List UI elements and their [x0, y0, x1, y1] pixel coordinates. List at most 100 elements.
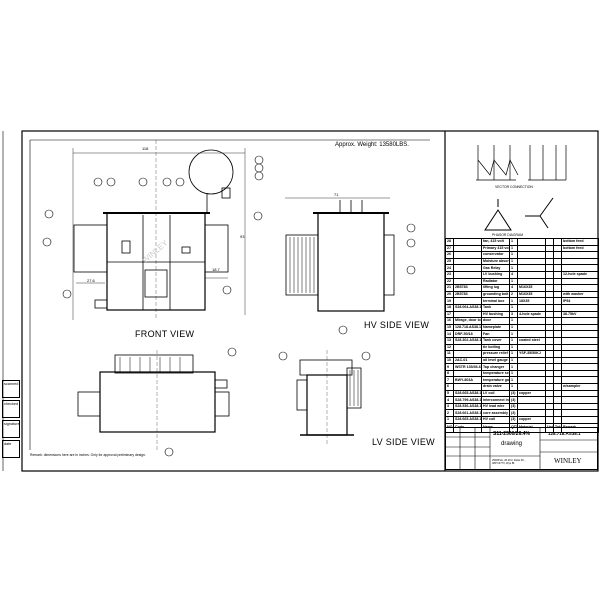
- table-cell: [545, 343, 554, 352]
- table-cell: 1: [509, 369, 518, 378]
- table-cell: 13: [445, 336, 454, 345]
- table-cell: [517, 409, 546, 418]
- table-cell: [545, 323, 554, 332]
- hv-side-view-drawing: [285, 197, 395, 312]
- table-cell: bottom feed: [561, 238, 599, 246]
- approx-weight: Approx. Weight: 13580LBS.: [335, 142, 409, 148]
- table-cell: S28.536.AS38.1: [453, 402, 482, 411]
- lv-side-balloons: [278, 351, 371, 361]
- table-cell: [545, 416, 554, 424]
- table-cell: [545, 270, 554, 279]
- company-name: WINLEY: [554, 457, 582, 465]
- table-cell: [517, 396, 546, 404]
- table-cell: 2: [445, 409, 454, 418]
- table-cell: [561, 264, 599, 272]
- table-cell: [517, 402, 546, 411]
- table-cell: grounding bolt: [481, 290, 510, 299]
- table-cell: [553, 350, 562, 358]
- table-cell: 7: [445, 376, 454, 385]
- table-cell: [453, 383, 482, 391]
- table-cell: [553, 396, 562, 404]
- table-cell: [517, 277, 546, 286]
- lv-side-view-drawing: [296, 350, 362, 445]
- table-cell: [553, 270, 562, 279]
- table-cell: [561, 257, 599, 266]
- table-cell: interconnect insulation: [481, 396, 510, 404]
- table-cell: 1: [509, 257, 518, 266]
- table-cell: [517, 376, 546, 385]
- table-cell: with washer: [561, 290, 599, 299]
- table-cell: [453, 244, 482, 253]
- table-cell: [561, 369, 599, 378]
- table-cell: terminal box: [481, 297, 510, 305]
- table-cell: DRF-50/18: [453, 330, 482, 338]
- table-cell: Tank: [481, 303, 510, 312]
- table-cell: [545, 264, 554, 272]
- table-cell: 1: [509, 330, 518, 338]
- table-cell: [553, 402, 562, 411]
- table-cell: [553, 343, 562, 352]
- table-cell: 26: [445, 251, 454, 259]
- table-cell: 1: [509, 323, 518, 332]
- table-cell: pressure relief valve: [481, 350, 510, 358]
- front-view-balloons: [42, 155, 264, 299]
- table-cell: conservator: [481, 251, 510, 259]
- phasor-diagram: [484, 197, 554, 231]
- top-view-drawing: [77, 350, 230, 450]
- table-cell: [553, 323, 562, 332]
- table-cell: 6: [445, 383, 454, 391]
- table-cell: [561, 277, 599, 286]
- table-cell: 1: [509, 376, 518, 385]
- table-cell: 25: [445, 257, 454, 266]
- vector-connection-label: VECTOR CONNECTION: [495, 185, 533, 189]
- table-cell: (3): [509, 402, 518, 411]
- table-cell: [545, 277, 554, 286]
- table-cell: [517, 343, 546, 352]
- table-cell: [545, 376, 554, 385]
- table-cell: 1: [509, 277, 518, 286]
- table-cell: [553, 297, 562, 305]
- table-cell: [553, 356, 562, 365]
- front-view-drawing: [72, 140, 246, 320]
- table-cell: HV bushing: [481, 310, 510, 319]
- table-cell: M16X35: [517, 284, 546, 292]
- table-cell: [545, 303, 554, 312]
- table-cell: [453, 238, 482, 246]
- dimension-side-width: 71: [334, 192, 339, 197]
- table-cell: 23: [445, 270, 454, 279]
- table-cell: [517, 244, 546, 253]
- table-cell: [553, 310, 562, 319]
- table-cell: 19: [445, 297, 454, 305]
- lv-side-view-label: LV SIDE VIEW: [372, 437, 435, 447]
- table-cell: [553, 416, 562, 424]
- table-cell: 1: [509, 303, 518, 312]
- table-cell: 1: [509, 363, 518, 371]
- table-cell: [561, 336, 599, 345]
- drawing-number: 128.718.AS38.1: [548, 431, 581, 436]
- table-cell: [561, 343, 599, 352]
- table-cell: 1: [509, 356, 518, 365]
- table-cell: 9: [445, 363, 454, 371]
- table-cell: [553, 389, 562, 398]
- remark-note: Remark: dimensions here are in inches. O…: [30, 453, 146, 457]
- table-cell: S28.665.AS38.1: [453, 389, 482, 398]
- table-cell: [517, 369, 546, 378]
- table-cell: [561, 396, 599, 404]
- table-cell: M16X35: [517, 290, 546, 299]
- table-cell: 8: [445, 369, 454, 378]
- table-cell: [561, 376, 599, 385]
- table-cell: 16: [445, 317, 454, 325]
- table-cell: [553, 257, 562, 266]
- table-cell: [517, 323, 546, 332]
- table-cell: drain valve: [481, 383, 510, 391]
- table-cell: [553, 290, 562, 299]
